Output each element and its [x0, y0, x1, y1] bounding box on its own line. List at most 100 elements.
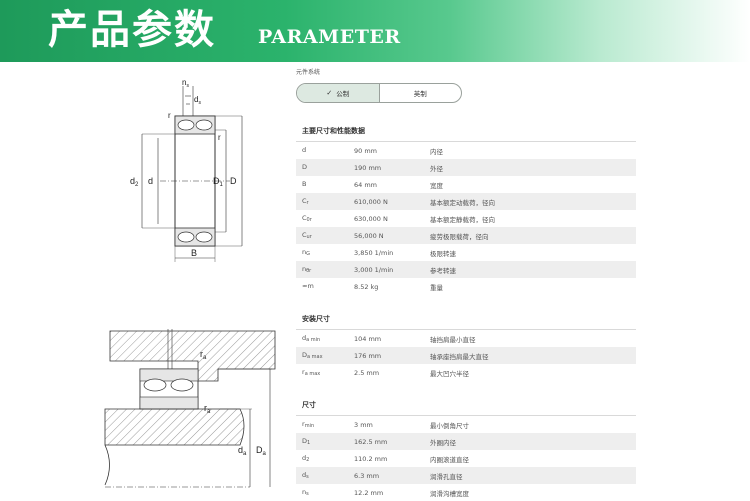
label-D: D — [230, 176, 237, 186]
param-description: 润滑孔直径 — [430, 472, 463, 481]
param-symbol: ns — [296, 488, 354, 497]
table-row: C0r 630,000 N 基本额定静载荷，径向 — [296, 210, 636, 227]
symbol-sub: θr — [306, 268, 312, 274]
symbol-sub: G — [306, 251, 310, 257]
section-title: 主要尺寸和性能数据 — [302, 127, 365, 135]
unit-option-imperial[interactable]: 英制 — [413, 90, 427, 98]
symbol-main: n — [302, 248, 307, 256]
symbol-sub: a max — [304, 371, 321, 377]
param-description: 外径 — [430, 164, 443, 173]
param-value: 56,000 N — [354, 231, 384, 240]
symbol-main: ≈m — [302, 282, 314, 290]
param-value: 3,000 1/min — [354, 265, 394, 274]
section-title: 尺寸 — [302, 401, 316, 409]
label-B: B — [191, 248, 197, 258]
header-banner: 产品参数 PARAMETER — [0, 0, 750, 62]
param-description: 宽度 — [430, 181, 443, 190]
param-value: 104 mm — [354, 334, 382, 343]
param-value: 630,000 N — [354, 214, 388, 223]
param-symbol: ds — [296, 471, 354, 480]
label-ra-bottom: ra — [204, 403, 211, 415]
symbol-main: n — [302, 265, 307, 273]
param-value: 162.5 mm — [354, 437, 388, 446]
symbol-sub: 1 — [307, 440, 311, 446]
param-description: 最大凹穴半径 — [430, 369, 469, 378]
param-symbol: Da max — [296, 351, 354, 360]
param-value: 6.3 mm — [354, 471, 380, 480]
symbol-main: r — [302, 420, 305, 428]
label-ns: ns — [182, 78, 189, 89]
label-r-top: r — [168, 111, 171, 120]
symbol-main: B — [302, 180, 307, 188]
param-symbol: nθr — [296, 265, 354, 274]
param-description: 内径 — [430, 147, 443, 156]
param-symbol: D1 — [296, 437, 354, 446]
param-symbol: Cur — [296, 231, 354, 240]
param-symbol: d2 — [296, 454, 354, 463]
symbol-sub: s — [306, 491, 309, 497]
symbol-main: D — [302, 437, 308, 445]
label-d2: d2 — [130, 176, 139, 188]
symbol-main: C — [302, 231, 307, 239]
param-symbol: D — [296, 163, 354, 172]
param-description: 疲劳极限载荷，径向 — [430, 232, 489, 241]
symbol-main: d — [302, 454, 307, 462]
symbol-sub: 0r — [306, 217, 312, 223]
symbol-main: n — [302, 488, 307, 496]
param-value: 12.2 mm — [354, 488, 384, 497]
unit-option-metric[interactable]: ✓ 公制 — [297, 84, 380, 102]
param-description: 基本额定静载荷，径向 — [430, 215, 495, 224]
symbol-main: C — [302, 197, 307, 205]
param-symbol: ra max — [296, 368, 354, 377]
symbol-sub: r — [306, 200, 309, 206]
label-r-right: r — [218, 133, 221, 142]
param-description: 最小倒角尺寸 — [430, 421, 469, 430]
symbol-main: D — [302, 351, 308, 359]
symbol-sub: 2 — [306, 457, 310, 463]
symbol-sub: s — [306, 474, 309, 480]
param-description: 外圈内径 — [430, 438, 456, 447]
param-symbol: B — [296, 180, 354, 189]
symbol-sub: a max — [307, 354, 323, 360]
mounting-drawing: ra ra da Da — [100, 325, 278, 493]
param-description: 基本额定动载荷，径向 — [430, 198, 495, 207]
param-value: 2.5 mm — [354, 368, 380, 377]
param-description: 重量 — [430, 283, 443, 292]
unit-system-toggle: ✓ 公制 英制 — [296, 83, 462, 103]
check-icon: ✓ — [326, 89, 333, 97]
param-description: 极限转速 — [430, 249, 456, 258]
banner-title-cn: 产品参数 — [48, 7, 216, 53]
param-symbol: ≈m — [296, 282, 354, 291]
param-symbol: rmin — [296, 420, 354, 429]
label-ra-top: ra — [200, 349, 207, 361]
param-description: 轴承座挡肩最大直径 — [430, 352, 489, 361]
label-d: d — [148, 176, 153, 186]
param-symbol: Cr — [296, 197, 354, 206]
bearing-dimension-drawing: ns ds r r d2 d D1 D B — [120, 76, 260, 266]
param-value: 610,000 N — [354, 197, 388, 206]
param-description: 参考转速 — [430, 266, 456, 275]
symbol-main: C — [302, 214, 307, 222]
